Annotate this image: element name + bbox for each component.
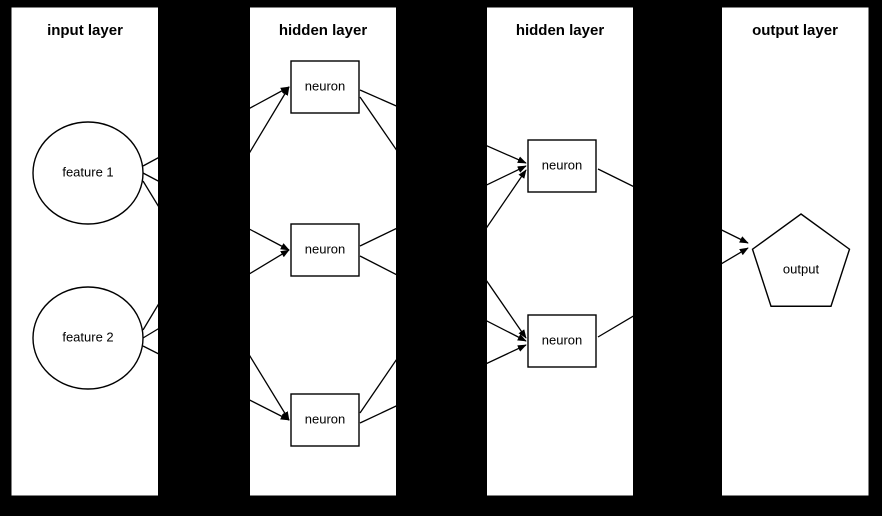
layer-titles: input layer hidden layer hidden layer outpu…	[47, 22, 838, 39]
node-label-h2-neuron-2: neuron	[542, 332, 582, 347]
node-label-h2-neuron-1: neuron	[542, 157, 582, 172]
node-label-h1-neuron-2: neuron	[305, 241, 345, 256]
node-h2-neuron-1[interactable]: neuron	[527, 139, 597, 193]
rect-shape-h1-neuron-2	[290, 223, 360, 277]
layer-title-input-layer: input layer	[47, 22, 123, 39]
node-label-feature-1: feature 1	[62, 164, 113, 179]
gap-2	[396, 0, 487, 516]
node-h1-neuron-1[interactable]: neuron	[290, 60, 360, 114]
gap-3	[633, 0, 722, 516]
layer-title-hidden-layer-1: hidden layer	[279, 22, 368, 39]
node-feature-2[interactable]: feature 2	[32, 286, 144, 390]
node-h2-neuron-2[interactable]: neuron	[527, 314, 597, 368]
layer-panel-hidden-layer-2	[486, 7, 634, 496]
gap-1	[158, 0, 250, 516]
node-label-h1-neuron-1: neuron	[305, 78, 345, 93]
rect-shape-h1-neuron-3	[290, 393, 360, 447]
layer-title-output-layer: output layer	[752, 22, 838, 39]
layer-panel-input-layer	[11, 7, 159, 496]
inter-layer-gaps	[158, 0, 722, 516]
node-label-h1-neuron-3: neuron	[305, 411, 345, 426]
node-h1-neuron-3[interactable]: neuron	[290, 393, 360, 447]
pentagon-shape-output-node	[751, 213, 851, 307]
node-label-output-node: output	[783, 261, 820, 276]
node-output-node[interactable]: output	[751, 213, 851, 307]
ellipse-shape-feature-2	[32, 286, 144, 390]
rect-shape-h1-neuron-1	[290, 60, 360, 114]
rect-shape-h2-neuron-1	[527, 139, 597, 193]
rect-shape-h2-neuron-2	[527, 314, 597, 368]
layer-title-hidden-layer-2: hidden layer	[516, 22, 605, 39]
node-label-feature-2: feature 2	[62, 329, 113, 344]
node-h1-neuron-2[interactable]: neuron	[290, 223, 360, 277]
layer-nodes: feature 1 feature 2 neuron neuron neuron neur…	[32, 60, 851, 447]
node-feature-1[interactable]: feature 1	[32, 121, 144, 225]
ellipse-shape-feature-1	[32, 121, 144, 225]
